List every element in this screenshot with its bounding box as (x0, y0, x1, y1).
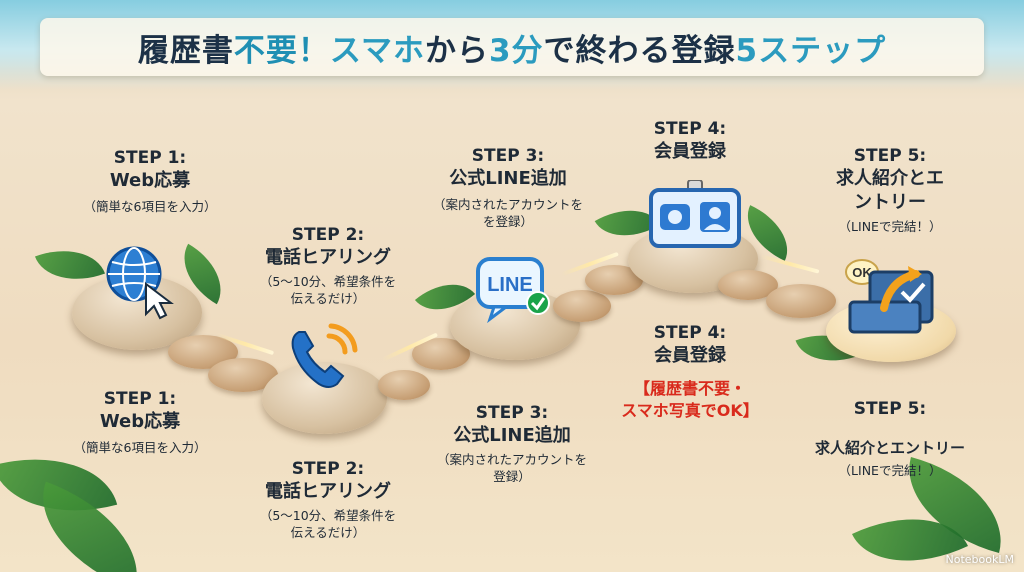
lower-step-3: STEP 3: 公式LINE追加 （案内されたアカウントを 登録） (412, 402, 612, 485)
step-description: （5〜10分、希望条件を (259, 274, 397, 289)
step-name: 会員登録 (654, 141, 726, 162)
step-number: STEP 1: (113, 148, 187, 168)
upper-step-3: STEP 3: 公式LINE追加 （案内されたアカウントを を登録） (408, 145, 608, 230)
line-app-icon: LINE (474, 255, 554, 329)
watermark: NotebookLM (945, 553, 1014, 566)
upper-step-5: STEP 5: 求人紹介とエ ントリー （LINEで完結！） (800, 145, 980, 235)
title-text-6: で終わる登録 (543, 32, 736, 69)
title-text-3: スマホ (329, 32, 425, 69)
lower-step-5: STEP 5: 求人紹介とエントリー （LINEで完結！） (790, 398, 990, 479)
step-name: 求人紹介とエ (836, 168, 944, 189)
pebble (766, 284, 836, 318)
step-number: STEP 5: (853, 146, 927, 166)
upper-step-2: STEP 2: 電話ヒアリング （5〜10分、希望条件を 伝えるだけ） (228, 224, 428, 307)
step-number: STEP 2: (291, 459, 365, 479)
step-description: 伝えるだけ） (290, 291, 366, 306)
lower-step-1: STEP 1: Web応募 （簡単な6項目を入力） (45, 388, 235, 456)
title-banner: 履歴書不要！スマホから3分で終わる登録5ステップ (40, 18, 984, 76)
step-name: 公式LINE追加 (453, 425, 571, 446)
title-text-2: 不要！ (233, 32, 330, 69)
step-highlight-note: スマホ写真でOK】 (621, 401, 759, 420)
step-description: （簡単な6項目を入力） (73, 440, 207, 455)
globe-cursor-icon (100, 240, 180, 324)
title-text-1: 履歴書 (137, 32, 234, 69)
step-number: STEP 4: (653, 323, 727, 343)
title-text-4: から (424, 32, 489, 69)
step-description: 登録） (493, 469, 531, 484)
page-title: 履歴書不要！スマホから3分で終わる登録5ステップ (138, 25, 886, 70)
upper-step-4: STEP 4: 会員登録 (600, 118, 780, 164)
step-name: Web応募 (109, 170, 191, 191)
briefcase-check-icon: OK (840, 250, 940, 344)
step-description: 伝えるだけ） (290, 525, 366, 540)
upper-step-1: STEP 1: Web応募 （簡単な6項目を入力） (60, 147, 240, 215)
step-number: STEP 4: (653, 119, 727, 139)
step-number: STEP 3: (471, 146, 545, 166)
ok-bubble-text: OK (852, 265, 872, 280)
step-name: ントリー (854, 192, 926, 213)
step-name: 会員登録 (654, 345, 726, 366)
step-description: （LINEで完結！） (838, 463, 942, 478)
step-description: （5〜10分、希望条件を (259, 508, 397, 523)
step-number: STEP 5: (853, 399, 927, 419)
step-number: STEP 1: (103, 389, 177, 409)
step-number: STEP 3: (475, 403, 549, 423)
id-card-icon (648, 179, 743, 254)
step-name: Web応募 (99, 411, 181, 432)
step-description: （簡単な6項目を入力） (83, 199, 217, 214)
lower-step-4: STEP 4: 会員登録 【履歴書不要・ スマホ写真でOK】 (590, 322, 790, 422)
step-name: 求人紹介とエントリー (814, 439, 965, 457)
step-description: （案内されたアカウントを (432, 197, 583, 212)
step-description: を登録） (482, 214, 533, 229)
lower-step-2: STEP 2: 電話ヒアリング （5〜10分、希望条件を 伝えるだけ） (228, 458, 428, 541)
pebble (553, 290, 611, 322)
step-description: （案内されたアカウントを (436, 452, 587, 467)
step-name: 電話ヒアリング (265, 481, 391, 502)
step-highlight-note: 【履歴書不要・ (633, 379, 746, 398)
pebble (378, 370, 430, 400)
step-name: 公式LINE追加 (449, 168, 567, 189)
step-name: 電話ヒアリング (265, 247, 391, 268)
title-text-7: 5ステップ (735, 32, 887, 69)
step-description: （LINEで完結！） (838, 219, 942, 234)
title-text-5: 3分 (488, 32, 544, 69)
phone-icon (285, 320, 360, 399)
step-number: STEP 2: (291, 225, 365, 245)
path-arrow (760, 254, 820, 274)
line-icon-text: LINE (487, 274, 533, 296)
